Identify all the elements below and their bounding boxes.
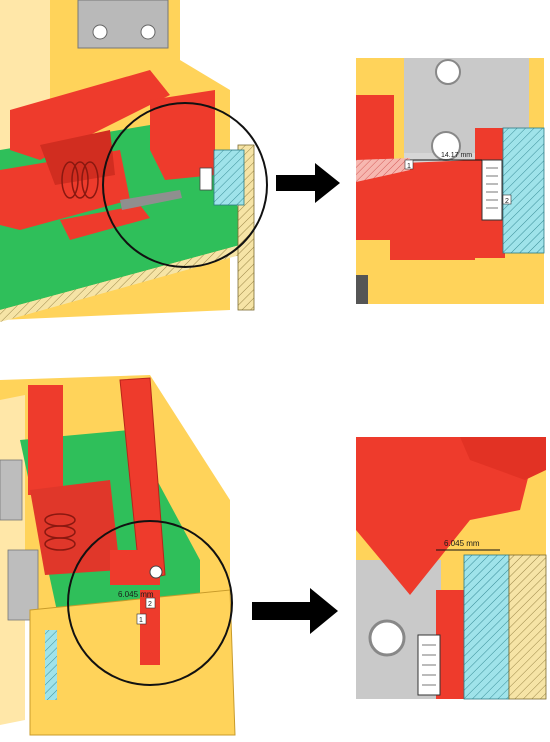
callout-label: 2 [505, 198, 509, 205]
robot-arm-upper [10, 70, 170, 160]
lever-arm-zoom [356, 437, 530, 595]
blade-section-zoom [356, 158, 410, 182]
callout-box [404, 159, 414, 170]
connector-pins [199, 167, 213, 191]
finger-lever [60, 205, 150, 240]
bottom-zoom-view: 6.045 mm [356, 437, 547, 700]
board-section-edge [0, 245, 240, 322]
dimension-label: 6.045 mm [118, 590, 154, 599]
metal-bracket [77, 0, 169, 49]
finger-lever [140, 590, 160, 665]
callout-label: 1 [407, 163, 411, 170]
gripper-spring [61, 161, 99, 199]
callout-box [145, 597, 156, 609]
side-plate-section-zoom [508, 554, 547, 700]
pivot-pin [149, 565, 163, 579]
clamp-block-zoom [356, 160, 475, 260]
bracket-hole [92, 24, 108, 40]
clamp-block [150, 90, 215, 180]
bolt-hole [368, 619, 406, 657]
dimension-label: 6.045 mm [444, 539, 480, 548]
screw-section [356, 275, 368, 304]
connector-section [213, 149, 245, 206]
bolt-hole [435, 59, 461, 85]
top-overview-view [0, 0, 268, 322]
right-arrow-icon [276, 163, 340, 203]
bracket-hole [140, 24, 156, 40]
callout-box [136, 613, 147, 625]
pin-lines [422, 644, 436, 686]
bottom-overview-view: 6.045 mm 2 1 [0, 375, 236, 736]
right-arrow-icon [252, 588, 338, 634]
clamp-block-zoom [460, 437, 546, 480]
top-zoom-view: 14.17 mm 1 2 [356, 58, 545, 304]
arm-part-zoom [356, 95, 394, 165]
gripper-assembly [30, 480, 120, 575]
connector-section-zoom [502, 127, 545, 254]
robot-arm-body [28, 385, 63, 495]
pin-lines [486, 167, 498, 209]
dimension-label: 14.17 mm [441, 152, 472, 159]
metal-bracket [7, 549, 39, 621]
callout-label: 2 [148, 601, 152, 608]
detail-circle-icon [102, 102, 268, 268]
callout-label: 1 [139, 617, 143, 624]
gripper-spring [44, 513, 76, 551]
connector-section [45, 630, 57, 700]
callout-box [502, 194, 512, 205]
long-lever-arm [119, 377, 166, 581]
connector-section-zoom [463, 554, 510, 700]
connector-pins-zoom [481, 159, 503, 221]
front-wall [29, 589, 236, 736]
finger-zoom [436, 590, 464, 699]
blade [120, 190, 182, 210]
detail-circle-icon [67, 520, 233, 686]
metal-bracket [0, 459, 23, 521]
